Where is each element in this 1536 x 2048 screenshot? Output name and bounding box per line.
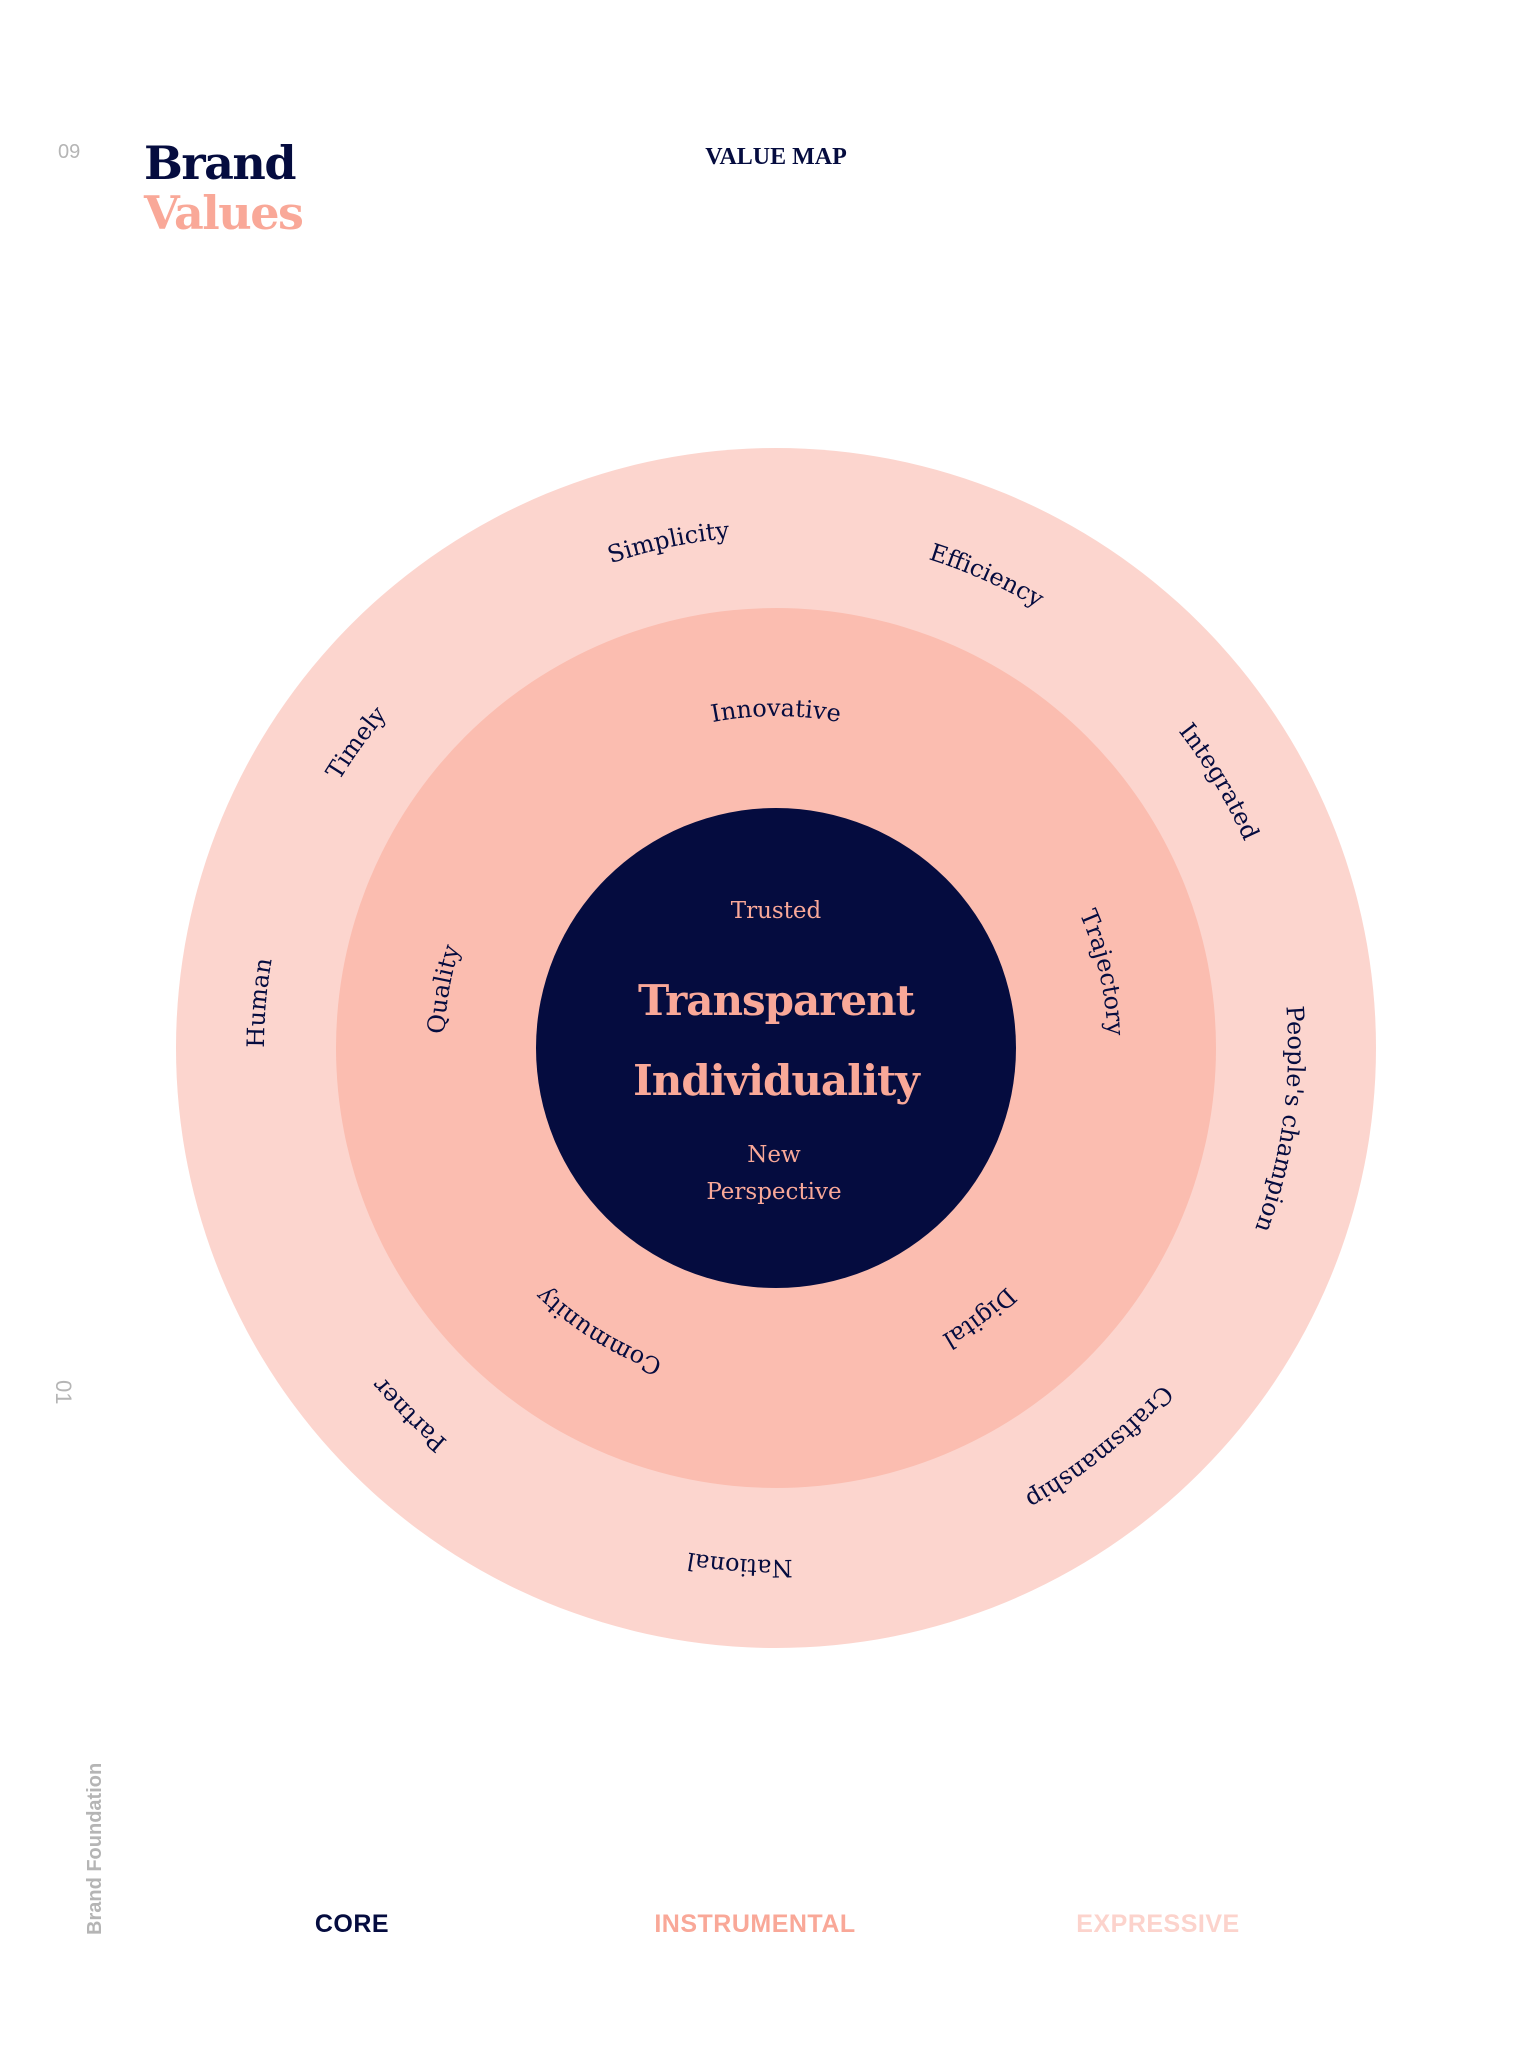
title-values: Values xyxy=(144,186,304,240)
core-circle xyxy=(536,808,1016,1288)
title-brand: Brand xyxy=(144,136,297,190)
legend-instrumental: INSTRUMENTAL xyxy=(654,1910,856,1938)
core-value-main-line2: Individuality xyxy=(633,1056,921,1105)
core-value-trusted: Trusted xyxy=(731,898,822,924)
value-map-heading: VALUE MAP xyxy=(705,144,847,170)
core-value-new-line2: Perspective xyxy=(706,1179,841,1205)
legend-core: CORE xyxy=(314,1910,390,1938)
legend-expressive: EXPRESSIVE xyxy=(1076,1910,1240,1938)
page-number: 09 xyxy=(58,141,81,163)
core-value-main-line1: Transparent xyxy=(638,976,916,1025)
core-value-new-line1: New xyxy=(747,1142,801,1168)
